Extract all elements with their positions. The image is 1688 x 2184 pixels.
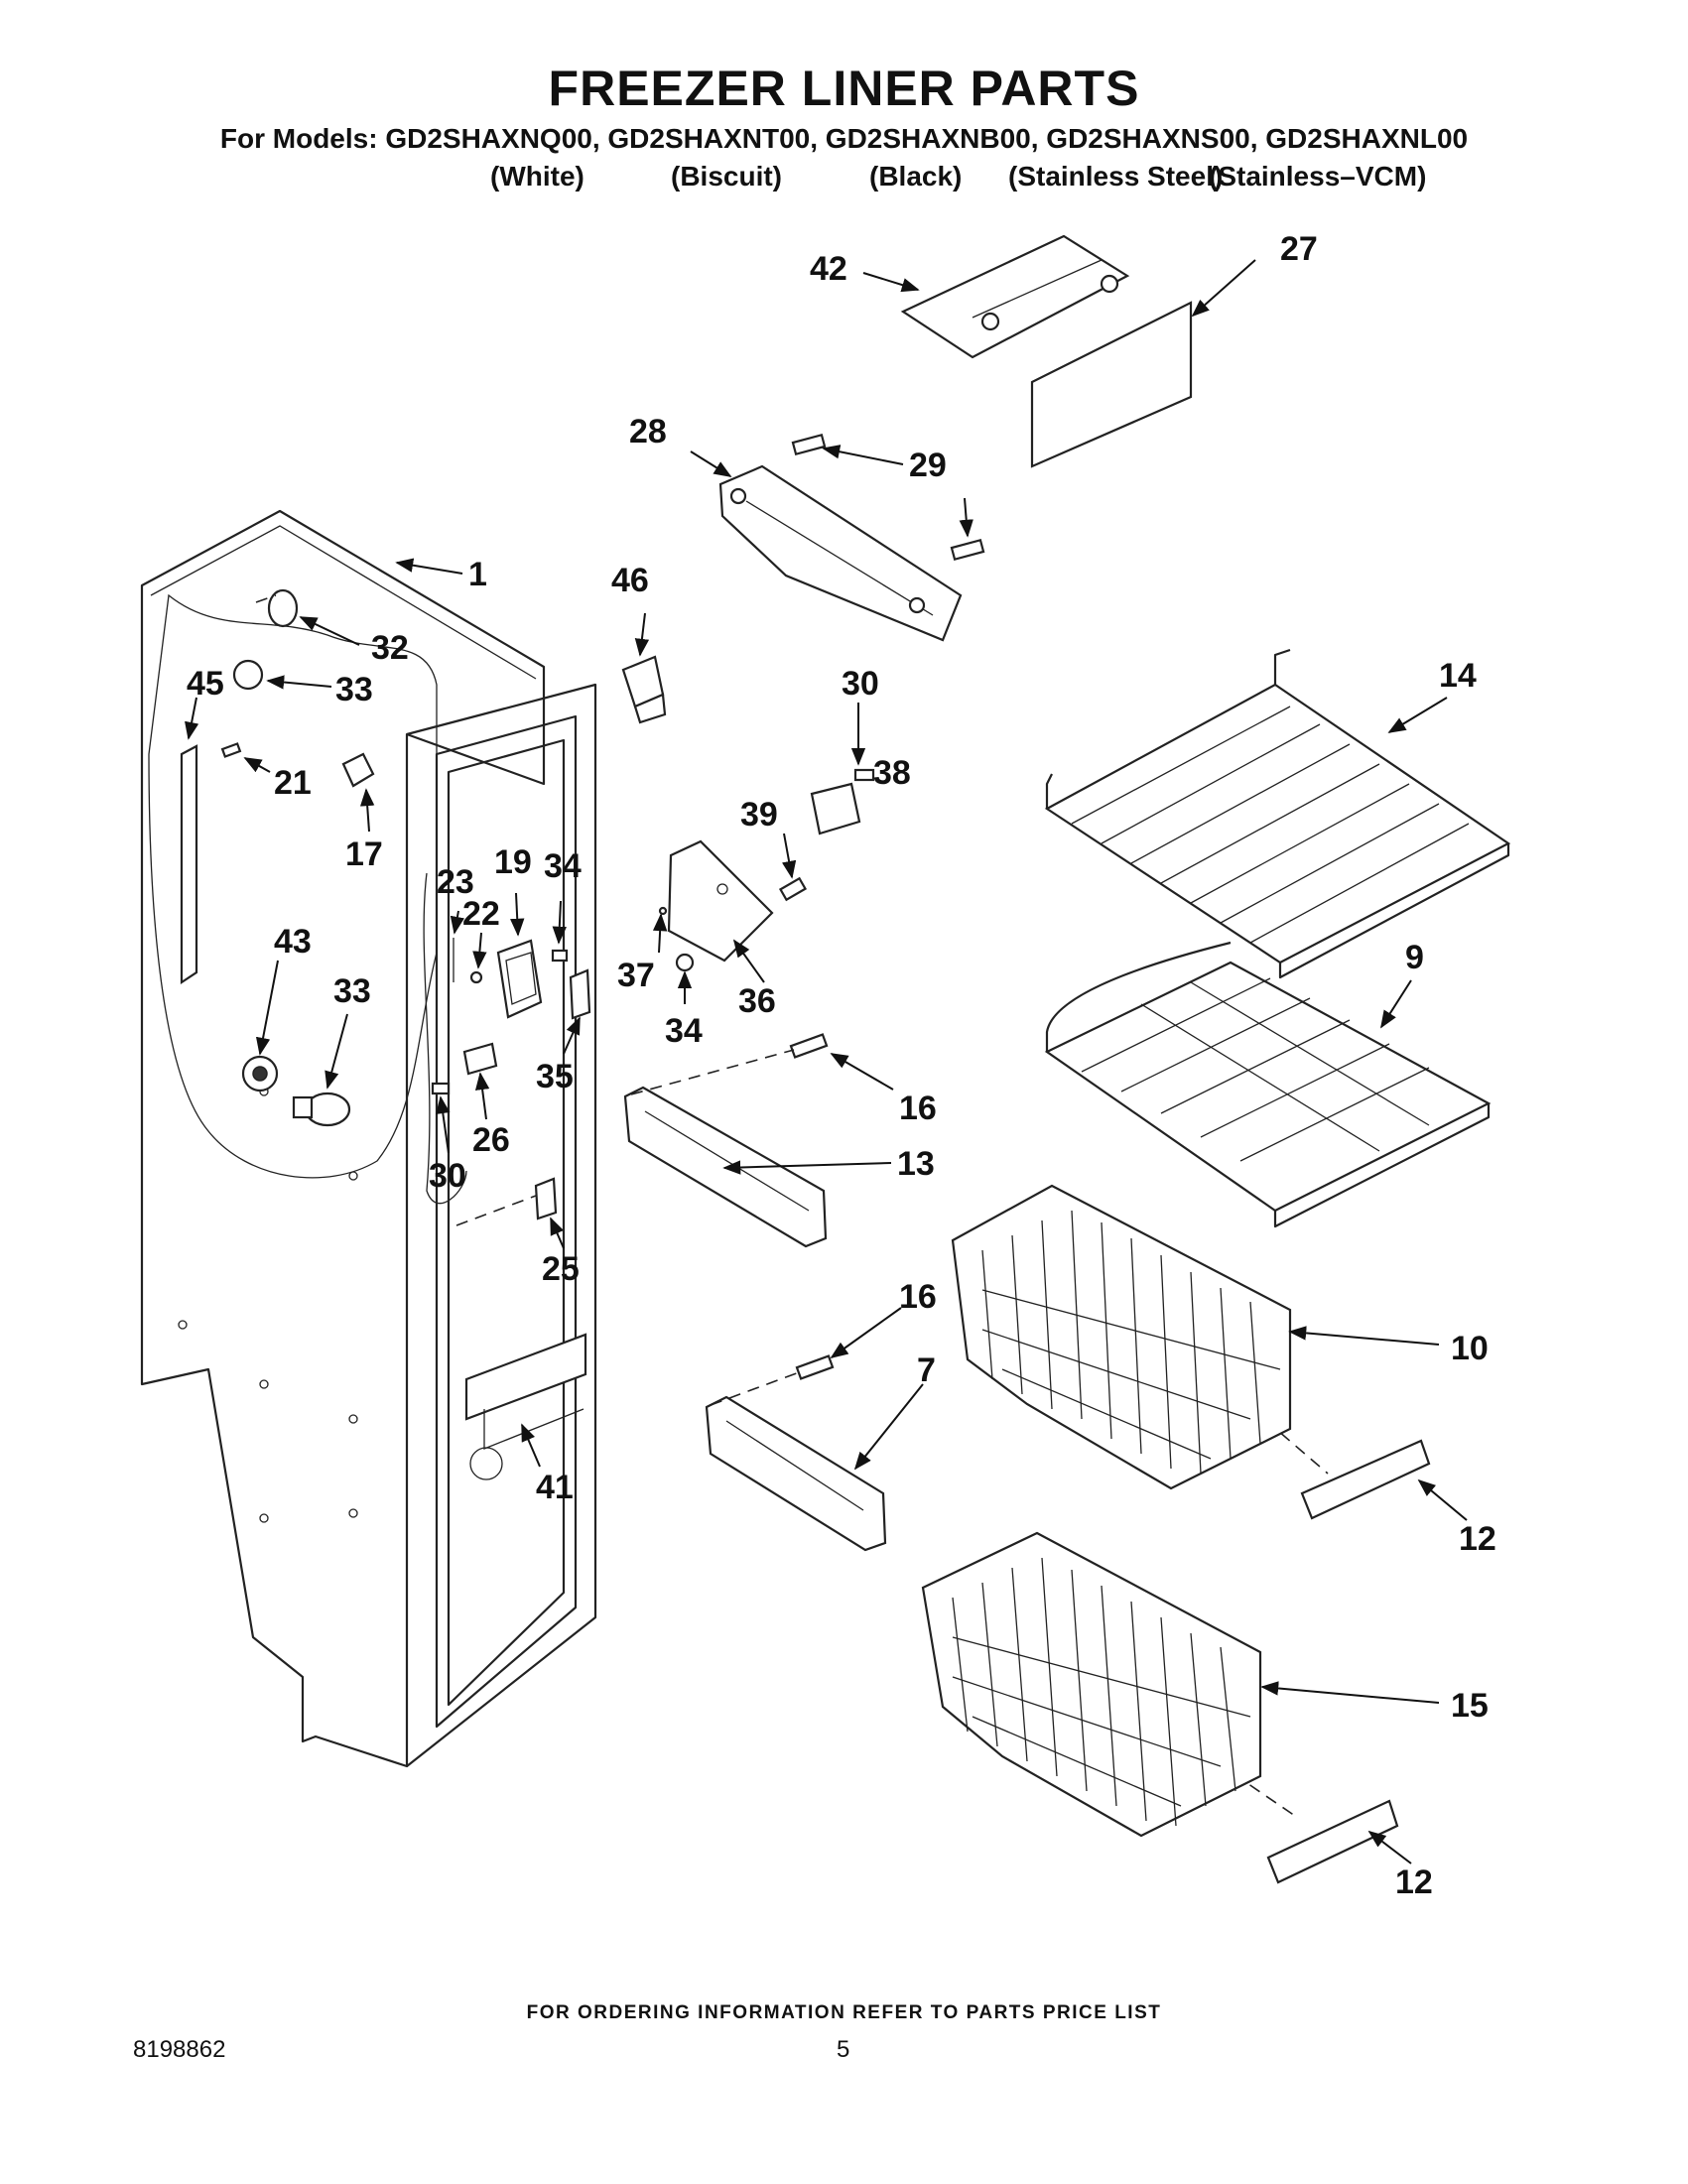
wire-basket-15 [921, 1531, 1262, 1838]
color-stainless-steel: (Stainless Steel) [1008, 161, 1224, 192]
callout-9: 9 [1405, 939, 1424, 976]
callout-13: 13 [897, 1145, 935, 1183]
basket-trim-12-upper [1300, 1439, 1431, 1520]
callout-34-right: 34 [665, 1012, 703, 1050]
callout-12-upper: 12 [1459, 1520, 1496, 1558]
wire-shelf-14 [1044, 648, 1511, 979]
callout-10: 10 [1451, 1330, 1489, 1367]
callout-21: 21 [274, 764, 312, 802]
callout-42: 42 [810, 250, 847, 288]
track-cover-7 [705, 1395, 887, 1552]
wire-basket-10 [951, 1184, 1292, 1490]
callout-34-left: 34 [544, 847, 582, 885]
control-parts [431, 938, 591, 1480]
callout-25: 25 [542, 1250, 580, 1288]
callout-30-right: 30 [842, 665, 879, 703]
callout-labels: 1 32 33 45 21 17 43 33 23 22 19 34 35 26… [187, 230, 1496, 1901]
clip-46 [621, 655, 667, 724]
callout-45: 45 [187, 665, 224, 703]
callout-26: 26 [472, 1121, 510, 1159]
screw-16-upper [789, 1033, 829, 1059]
callout-12-lower: 12 [1395, 1863, 1433, 1901]
callout-1: 1 [468, 556, 487, 593]
callout-7: 7 [917, 1351, 936, 1389]
page-number: 5 [837, 2036, 850, 2063]
callout-37: 37 [617, 957, 655, 994]
screws-29 [791, 433, 985, 562]
callout-29: 29 [909, 447, 947, 484]
color-black: (Black) [869, 161, 963, 192]
wire-shelf-9 [1044, 941, 1492, 1228]
hinge-bracket [900, 234, 1130, 359]
callout-30-left: 30 [429, 1157, 466, 1195]
callout-27: 27 [1280, 230, 1318, 268]
callout-16-upper: 16 [899, 1090, 937, 1127]
callout-22: 22 [462, 895, 500, 933]
upper-bracket [718, 464, 963, 642]
callout-33-lower: 33 [333, 972, 371, 1010]
callout-41: 41 [536, 1469, 574, 1506]
socket-38 [810, 768, 875, 835]
shelf-cover-panel [1030, 301, 1193, 468]
color-stainless-vcm: (Stainless–VCM) [1209, 161, 1427, 192]
callout-19: 19 [494, 843, 532, 881]
basket-trim-12-lower [1266, 1799, 1399, 1884]
callout-16-lower: 16 [899, 1278, 937, 1316]
light-socket-and-bulb [241, 1055, 351, 1127]
color-biscuit: (Biscuit) [671, 161, 782, 192]
freezer-liner-cabinet [140, 509, 597, 1768]
color-white: (White) [490, 161, 584, 192]
callout-36: 36 [738, 982, 776, 1020]
control-box-36 [667, 839, 774, 963]
upper-small-parts [220, 588, 375, 788]
model-list: For Models: GD2SHAXNQ00, GD2SHAXNT00, GD… [219, 123, 1469, 154]
callout-33-upper: 33 [335, 671, 373, 708]
screw-16-lower [795, 1354, 835, 1380]
callout-43: 43 [274, 923, 312, 961]
page-title: FREEZER LINER PARTS [548, 61, 1140, 116]
callout-leaders [185, 259, 1468, 1864]
callout-35: 35 [536, 1058, 574, 1095]
ordering-note: FOR ORDERING INFORMATION REFER TO PARTS … [526, 2002, 1162, 2023]
callout-14: 14 [1439, 657, 1477, 695]
callout-28: 28 [629, 413, 667, 450]
callout-15: 15 [1451, 1687, 1489, 1725]
document-number: 8198862 [133, 2036, 226, 2063]
callout-17: 17 [345, 835, 383, 873]
support-strip [180, 744, 198, 985]
callout-32: 32 [371, 629, 409, 667]
callout-23: 23 [437, 863, 474, 901]
callout-38: 38 [873, 754, 911, 792]
callout-39: 39 [740, 796, 778, 834]
small-parts-37-39-34 [658, 876, 808, 972]
callout-46: 46 [611, 562, 649, 599]
